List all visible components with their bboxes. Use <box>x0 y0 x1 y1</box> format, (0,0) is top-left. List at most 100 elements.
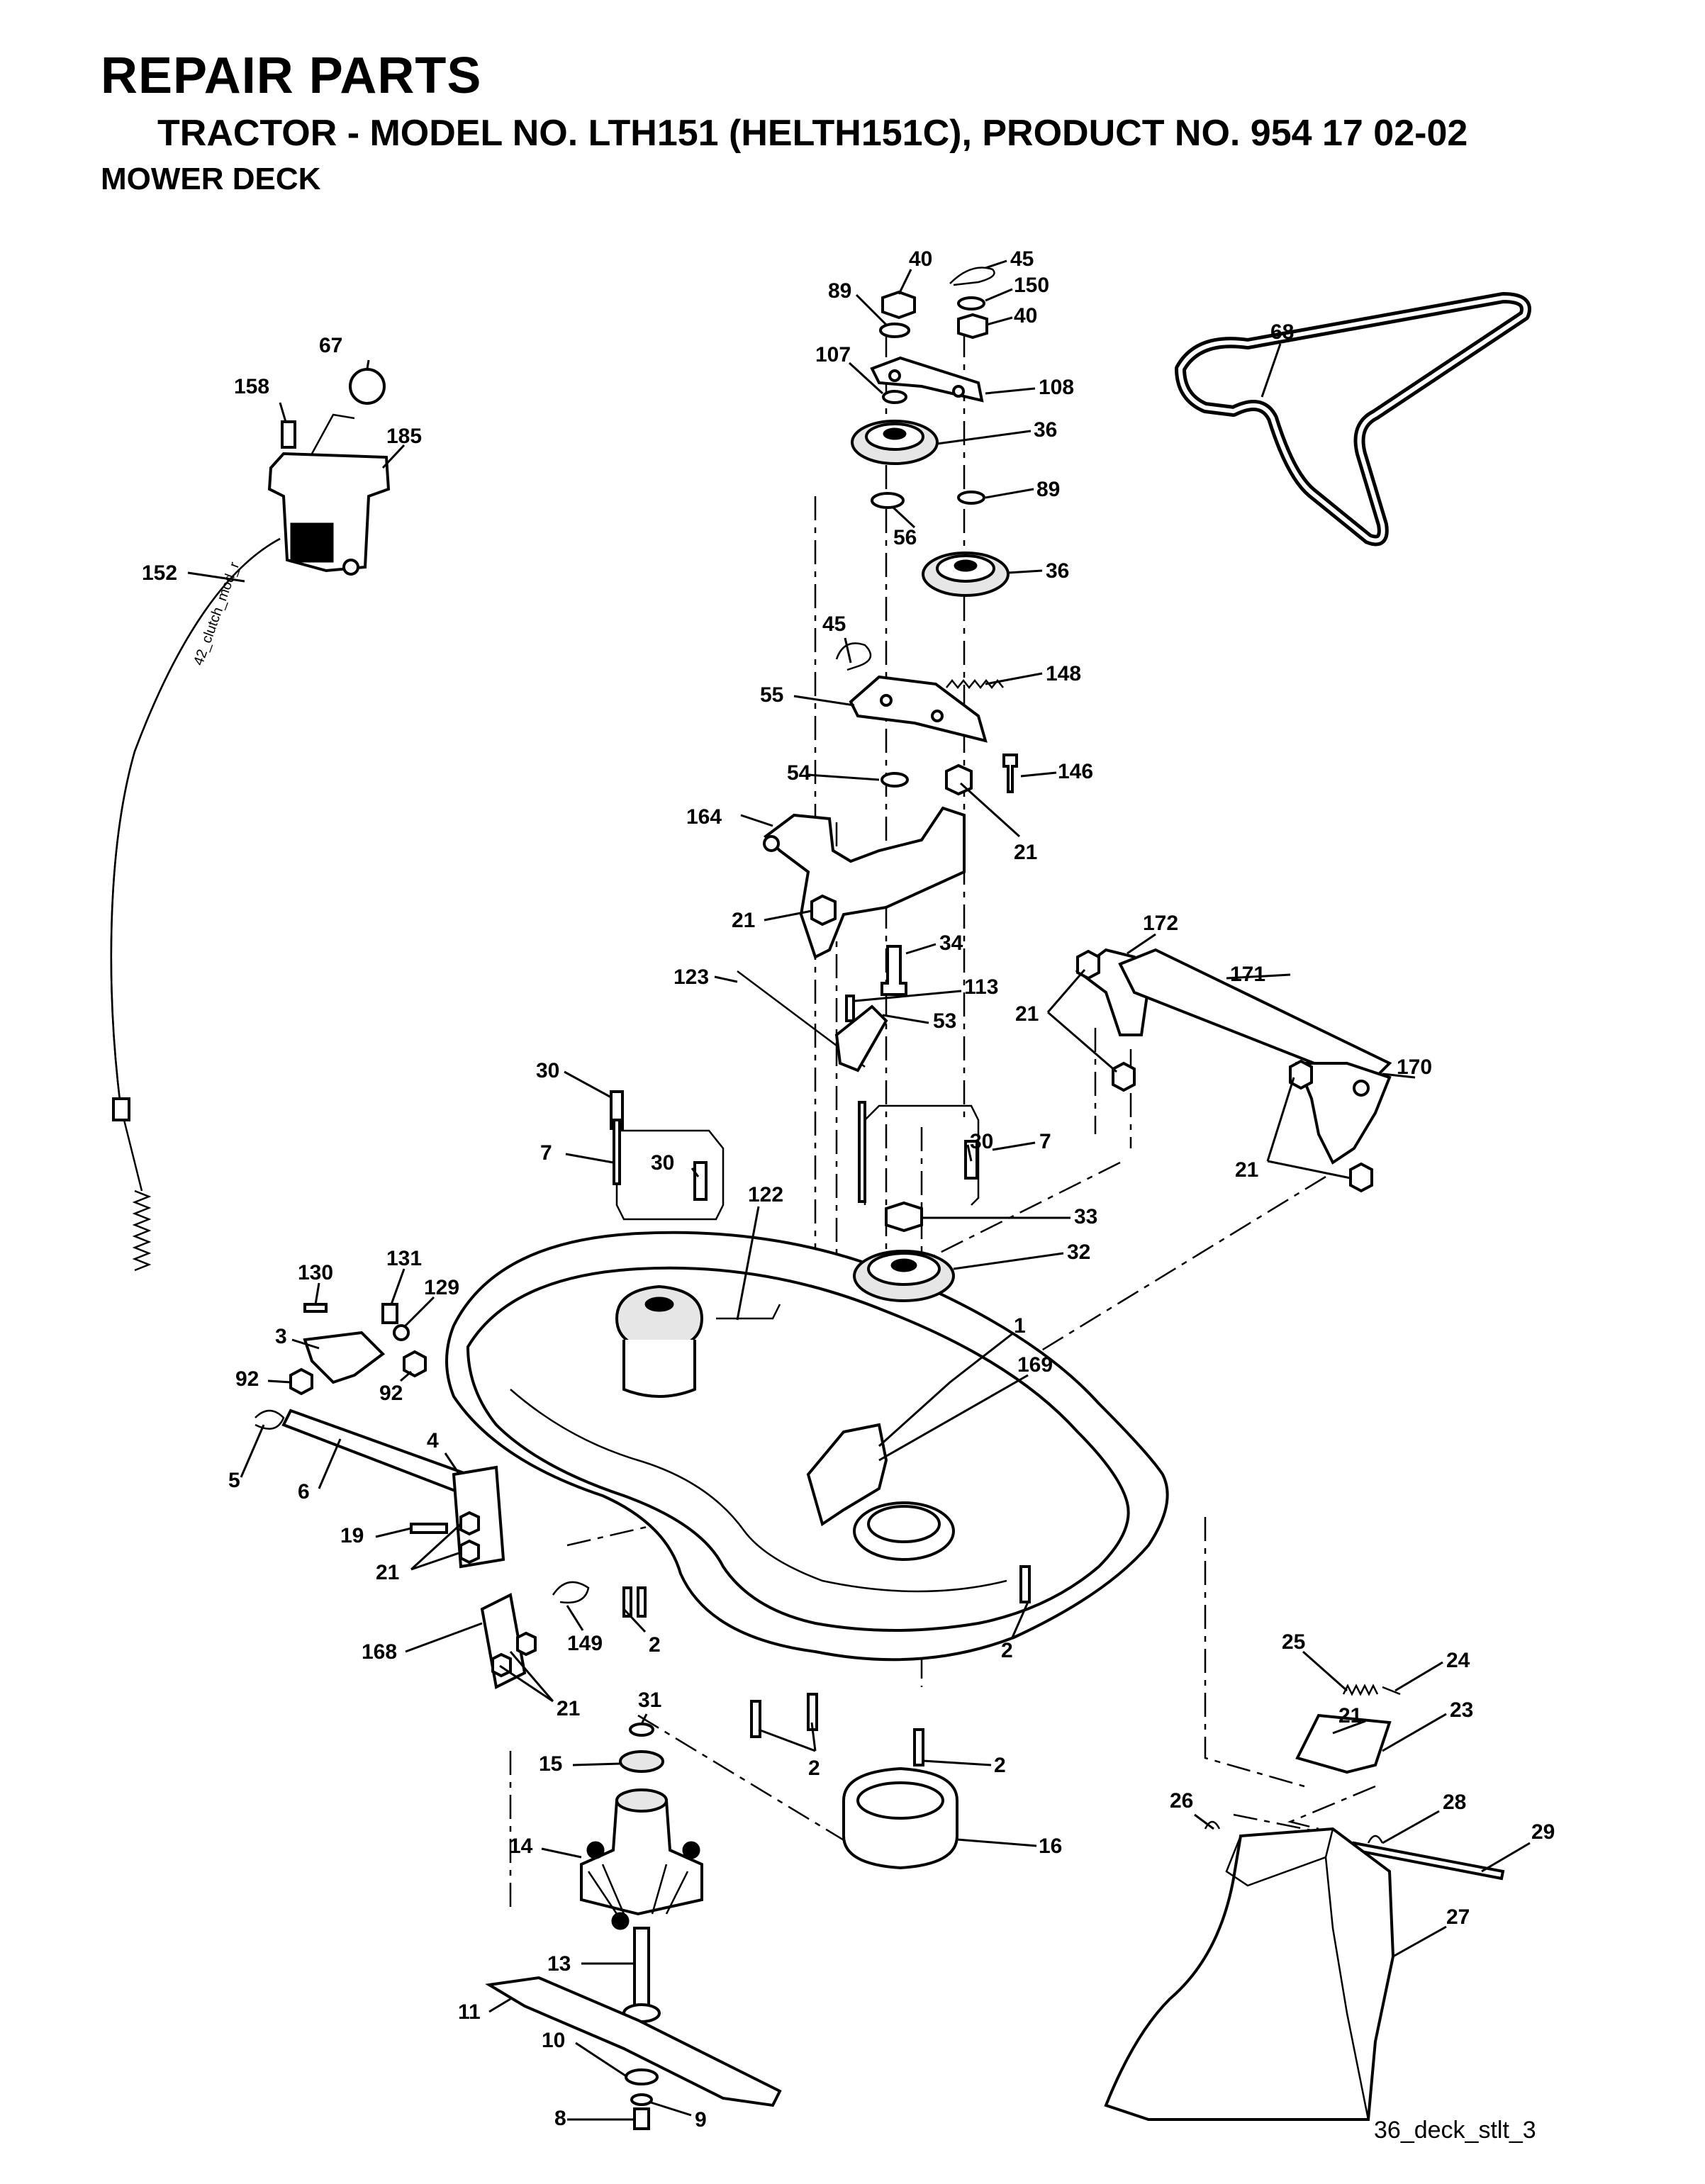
callout-30: 30 <box>970 1130 993 1153</box>
callout-40: 40 <box>1014 304 1037 327</box>
drive-belt-68 <box>1175 292 1531 547</box>
locknut-40 <box>881 290 916 320</box>
callout-123: 123 <box>673 965 709 989</box>
callout-29: 29 <box>1531 1820 1555 1844</box>
callout-7: 7 <box>540 1141 552 1165</box>
callout-129: 129 <box>424 1276 459 1299</box>
idler-arm-55 <box>849 675 988 743</box>
callout-55: 55 <box>760 683 783 707</box>
callout-2: 2 <box>649 1633 661 1657</box>
washer-129 <box>393 1324 410 1341</box>
bolt-146 <box>1002 754 1018 793</box>
callout-19: 19 <box>340 1524 364 1547</box>
blade-11 <box>485 1976 782 2107</box>
left-deck-links <box>255 1303 647 1689</box>
bolt-2-left <box>750 1700 761 1738</box>
bracket-53 <box>834 1004 888 1073</box>
cable-spring <box>132 1189 152 1272</box>
idler-bracket-164 <box>763 806 966 959</box>
callout-56: 56 <box>893 526 917 549</box>
washer-54 <box>881 772 909 788</box>
bracket-169 <box>806 1423 888 1527</box>
bolt-8 <box>633 2107 650 2130</box>
bolt-34 <box>881 945 907 996</box>
nut-92b <box>403 1350 427 1378</box>
bolt-19 <box>410 1523 448 1534</box>
callout-7: 7 <box>1039 1130 1051 1153</box>
callout-15: 15 <box>539 1752 562 1776</box>
leader-lines <box>187 259 1531 2121</box>
callout-2: 2 <box>808 1757 820 1780</box>
callout-27: 27 <box>1446 1905 1470 1929</box>
nut-21-mid <box>810 894 837 926</box>
spring-25 <box>1342 1684 1379 1696</box>
page-title: REPAIR PARTS <box>101 47 482 104</box>
callout-107: 107 <box>815 343 851 366</box>
lockwasher-9 <box>630 2093 653 2106</box>
link-3 <box>303 1331 386 1384</box>
callout-172: 172 <box>1143 912 1178 935</box>
washer-89b <box>957 491 985 505</box>
callout-168: 168 <box>362 1640 397 1664</box>
rod-7a <box>615 1129 725 1221</box>
knob-67 <box>349 368 386 405</box>
spindle-shaft-13 <box>633 1927 650 2007</box>
callout-89: 89 <box>828 279 851 303</box>
callout-68: 68 <box>1270 320 1294 344</box>
callout-113: 113 <box>964 975 998 999</box>
callout-24: 24 <box>1446 1649 1470 1672</box>
callout-32: 32 <box>1067 1241 1090 1264</box>
diagram-code: 36_deck_stlt_3 <box>1374 2117 1536 2144</box>
callout-92: 92 <box>379 1382 403 1405</box>
nut-40 <box>957 313 988 340</box>
callout-8: 8 <box>554 2107 566 2130</box>
bolt-30b <box>693 1161 708 1201</box>
idler-arm-assembly <box>737 267 1018 1073</box>
spring-hook-24 <box>1382 1686 1401 1696</box>
clutch-lever-assembly <box>110 368 391 1272</box>
callout-6: 6 <box>298 1480 310 1503</box>
model-subtitle: TRACTOR - MODEL NO. LTH151 (HELTH151C), … <box>157 113 1468 154</box>
callout-16: 16 <box>1039 1835 1062 1858</box>
callout-92: 92 <box>235 1367 259 1391</box>
callout-10: 10 <box>542 2029 565 2052</box>
washer-89 <box>879 323 910 338</box>
callout-31: 31 <box>638 1689 661 1712</box>
callout-53: 53 <box>933 1009 956 1033</box>
washer-150 <box>957 296 985 310</box>
callout-185: 185 <box>386 425 422 448</box>
callout-5: 5 <box>228 1469 240 1492</box>
spring-148 <box>946 678 1004 690</box>
callout-30: 30 <box>536 1059 559 1082</box>
callout-28: 28 <box>1443 1791 1466 1814</box>
washer-56 <box>871 492 905 509</box>
bolt-113 <box>845 995 855 1022</box>
bolt-2-deck <box>1019 1565 1031 1603</box>
section-title: MOWER DECK <box>101 162 321 196</box>
deck-rods <box>610 1090 980 1221</box>
callout-45: 45 <box>822 612 846 636</box>
link-rod-6 <box>281 1409 469 1498</box>
callout-148: 148 <box>1046 662 1081 685</box>
callout-13: 13 <box>547 1952 571 1976</box>
callout-21: 21 <box>732 909 755 932</box>
callout-158: 158 <box>234 375 269 398</box>
bolt-2-mid <box>807 1693 818 1731</box>
callout-150: 150 <box>1014 274 1049 297</box>
hairpin-clip-45 <box>949 267 995 286</box>
callout-169: 169 <box>1017 1353 1053 1377</box>
callout-171: 171 <box>1230 963 1265 986</box>
callout-21: 21 <box>376 1561 399 1584</box>
callout-25: 25 <box>1282 1630 1305 1654</box>
callout-122: 122 <box>748 1183 783 1206</box>
callout-21: 21 <box>1015 1002 1039 1026</box>
callout-21: 21 <box>1014 841 1037 864</box>
callout-1: 1 <box>1014 1314 1026 1338</box>
callout-23: 23 <box>1450 1698 1473 1722</box>
callout-26: 26 <box>1170 1789 1193 1813</box>
blade-spindle-assembly <box>485 1565 1031 2130</box>
callout-9: 9 <box>695 2108 707 2132</box>
chute-27 <box>1104 1827 1395 2121</box>
callout-4: 4 <box>427 1429 439 1452</box>
